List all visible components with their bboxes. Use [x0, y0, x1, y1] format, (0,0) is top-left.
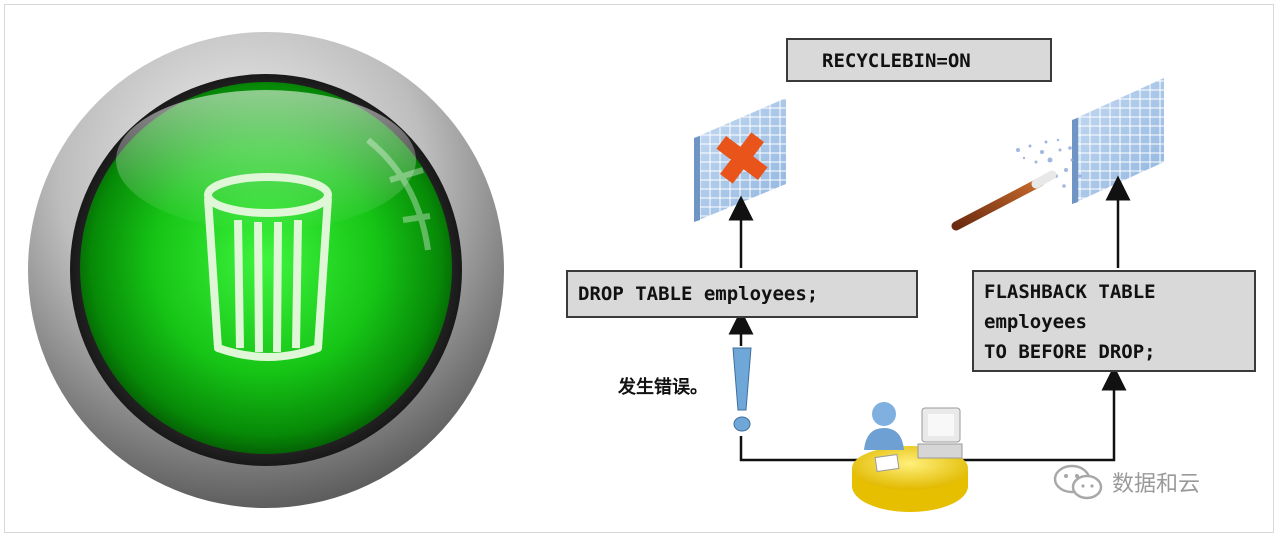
wechat-icon: [1052, 462, 1106, 502]
flashback-table-box: FLASHBACK TABLE employees TO BEFORE DROP…: [972, 270, 1256, 372]
magic-wand-icon: [956, 175, 1052, 226]
restored-table-icon: [1072, 78, 1164, 204]
dropped-table-icon: [694, 98, 786, 222]
watermark: 数据和云: [1052, 462, 1200, 502]
drop-statement-text: DROP TABLE employees;: [578, 279, 916, 309]
exclamation-icon: [733, 348, 751, 431]
recyclebin-setting-box: RECYCLEBIN=ON: [786, 38, 1052, 82]
watermark-text: 数据和云: [1112, 466, 1200, 498]
drop-table-box: DROP TABLE employees;: [566, 270, 918, 318]
error-label: 发生错误。: [618, 373, 708, 399]
recyclebin-setting-text: RECYCLEBIN=ON: [822, 46, 1050, 76]
flashback-line-2: employees: [984, 307, 1254, 337]
flashback-line-3: TO BEFORE DROP;: [984, 337, 1254, 367]
flashback-line-1: FLASHBACK TABLE: [984, 277, 1254, 307]
user-at-desk-icon: [852, 402, 968, 512]
